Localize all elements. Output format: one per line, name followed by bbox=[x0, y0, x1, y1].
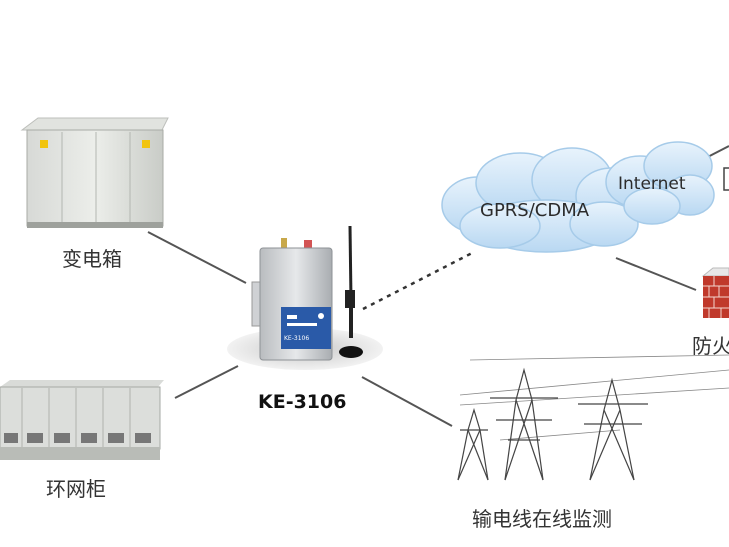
ring-main-unit-illustration bbox=[0, 380, 164, 460]
firewall-label: 防火 bbox=[692, 334, 729, 358]
cloud-gprs-label: GPRS/CDMA bbox=[480, 200, 590, 221]
line-ringmain-to-dtu bbox=[174, 365, 239, 399]
transmission-monitoring-label: 输电线在线监测 bbox=[472, 507, 612, 531]
cloud-internet-label: Internet bbox=[618, 174, 686, 194]
line-dtu-to-cloud-wireless bbox=[362, 250, 475, 311]
firewall-icon bbox=[701, 267, 729, 318]
line-substation-to-dtu bbox=[147, 231, 247, 284]
cloud-illustration bbox=[441, 141, 715, 253]
dtu-panel-text: KE-3106 bbox=[284, 335, 309, 342]
substation-box-label: 变电箱 bbox=[62, 247, 122, 271]
substation-box-illustration bbox=[20, 117, 169, 228]
antenna-icon bbox=[339, 225, 363, 358]
transmission-tower-illustration bbox=[457, 354, 729, 481]
dtu-model-label: KE-3106 bbox=[258, 391, 347, 413]
line-dtu-to-transmission bbox=[361, 376, 453, 427]
ring-main-unit-label: 环网柜 bbox=[46, 477, 106, 501]
dtu-device-illustration bbox=[227, 238, 383, 370]
right-edge-device-icon bbox=[723, 167, 729, 191]
line-cloud-to-firewall bbox=[615, 257, 697, 291]
